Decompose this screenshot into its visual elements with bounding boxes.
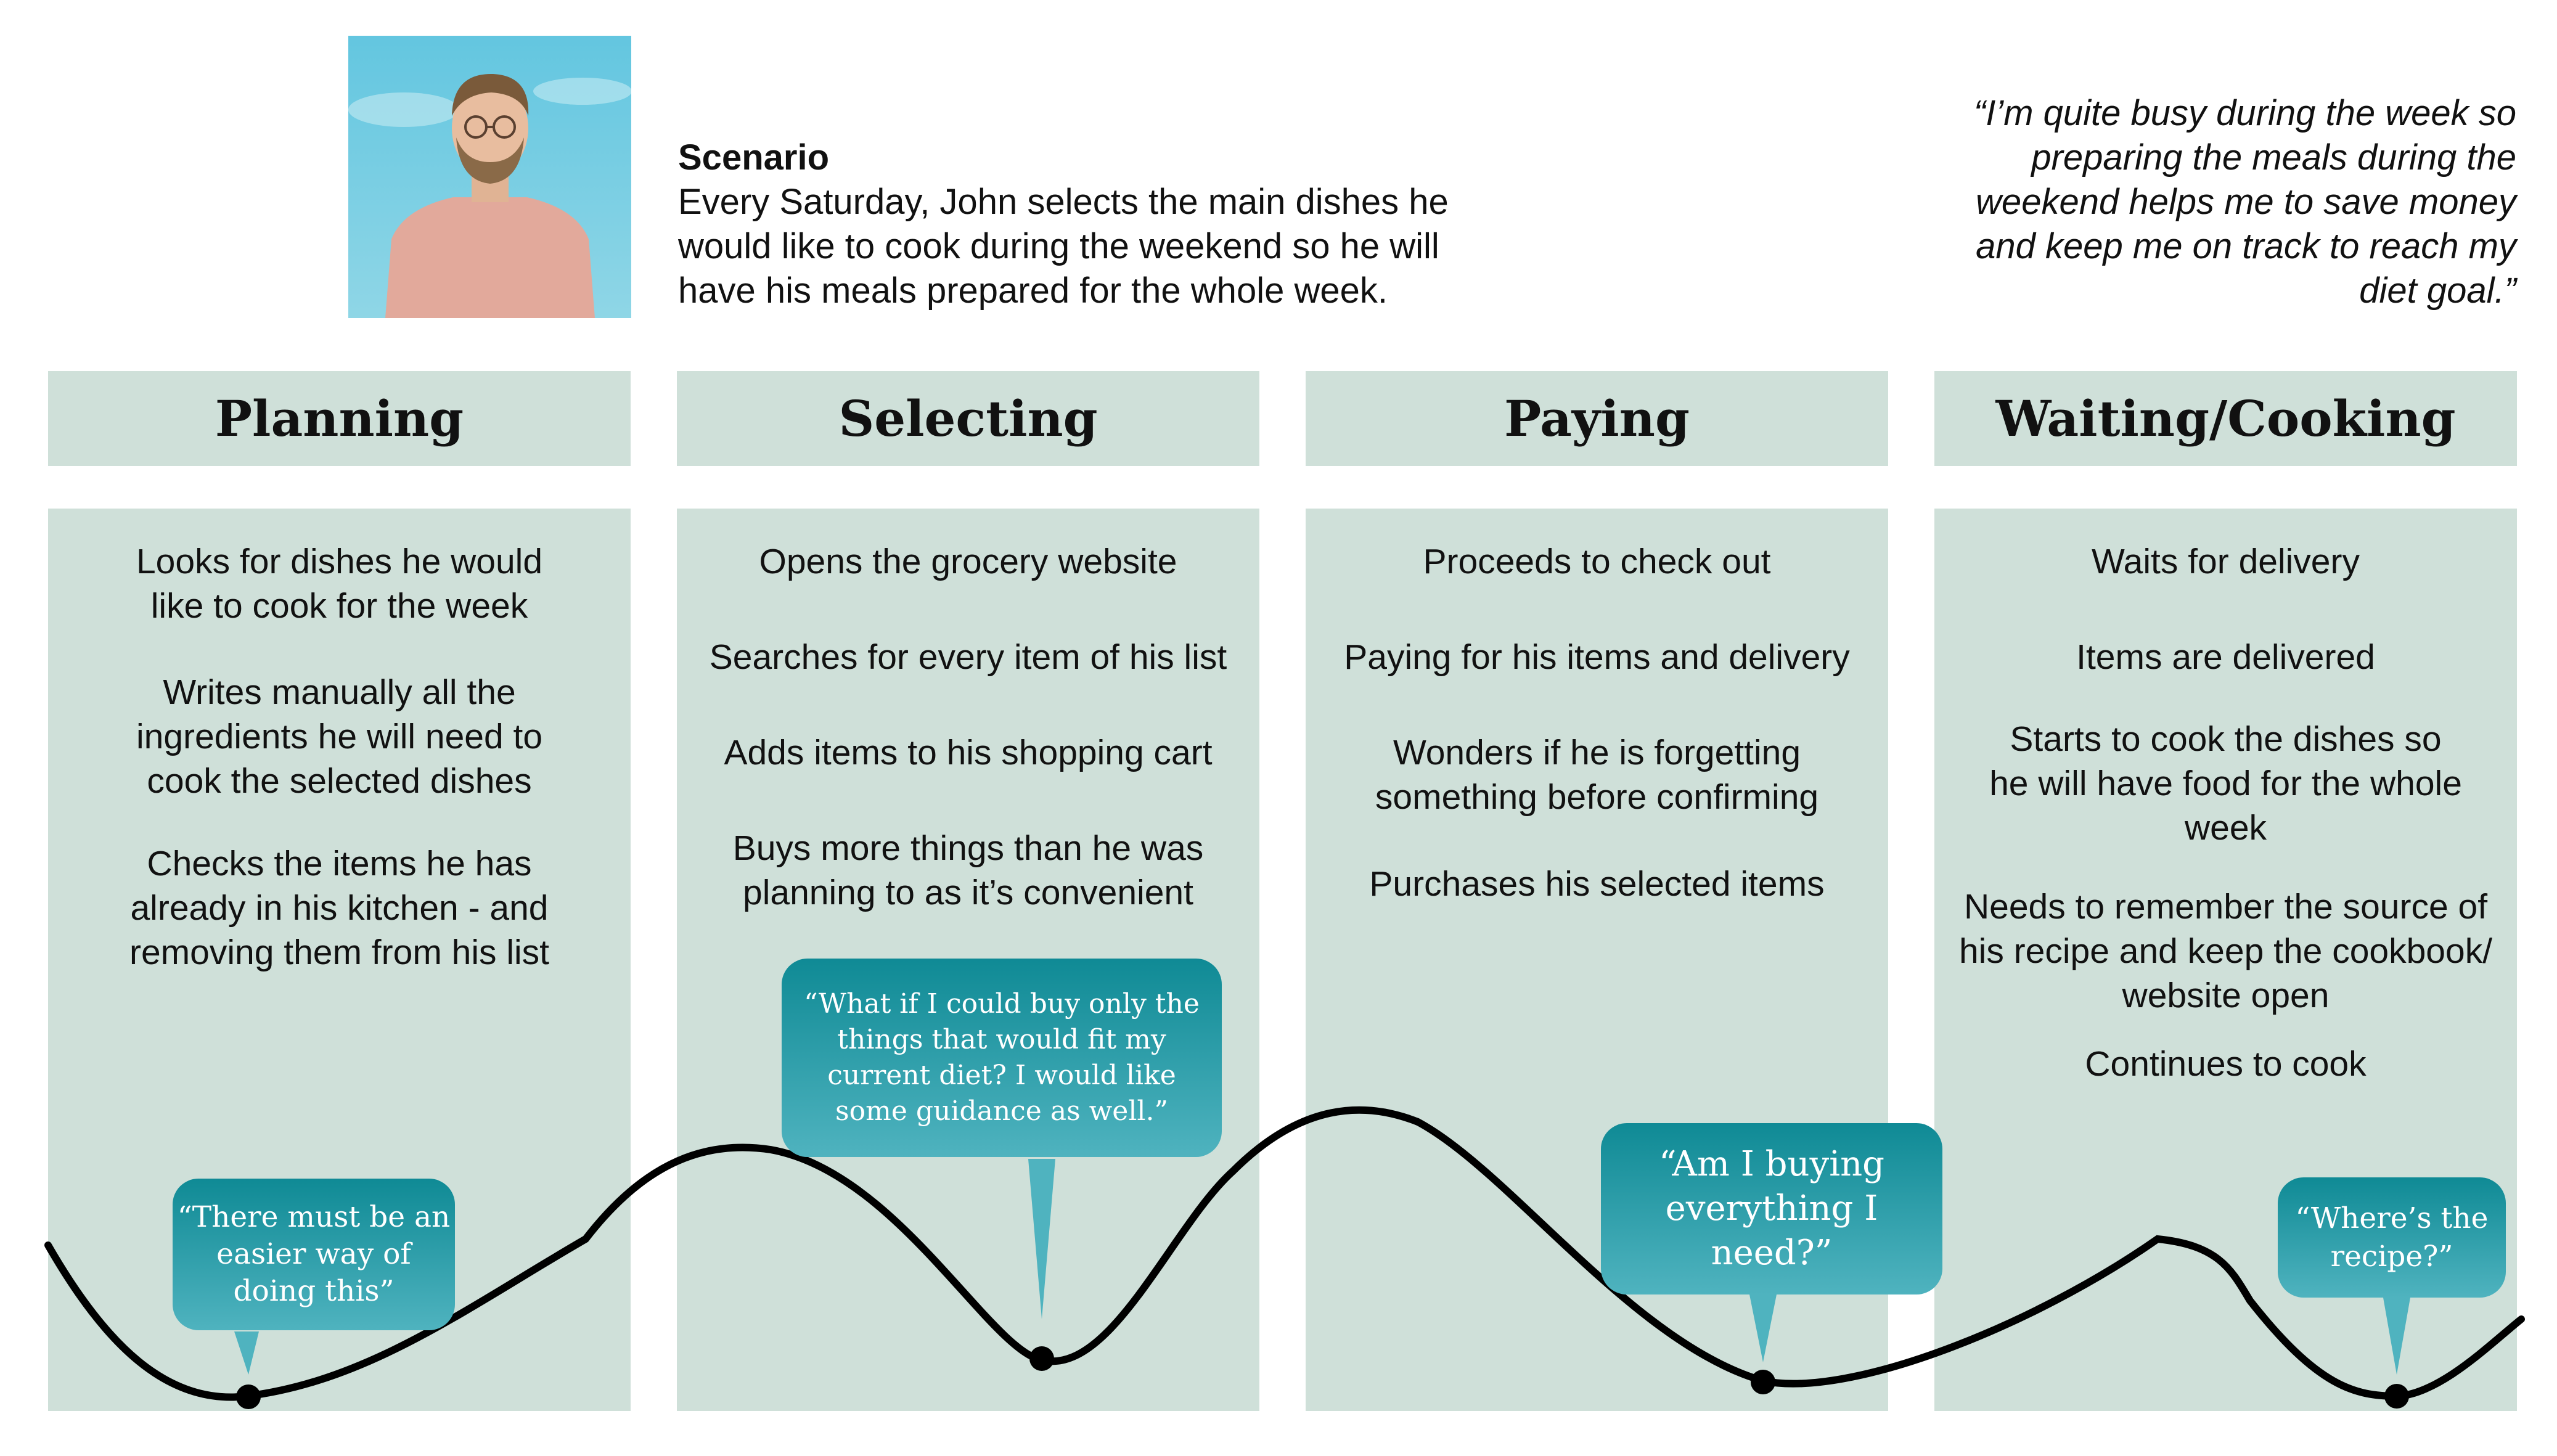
bubble-tail (2383, 1298, 2410, 1375)
step: Purchases his selected items (1318, 862, 1876, 906)
step: Buys more things than he was planning to… (689, 826, 1247, 915)
step: Wonders if he is forgetting something be… (1318, 730, 1876, 819)
bubble-line: things that would fit my (837, 1024, 1166, 1055)
thought-bubble-waiting-cooking: “Where’s the recipe?” (2278, 1177, 2506, 1298)
step: Continues to cook (1947, 1042, 2505, 1086)
quote-line: diet goal.” (2359, 271, 2516, 311)
thought-bubble-selecting: “What if I could buy only the things tha… (782, 959, 1222, 1157)
step: Opens the grocery website (689, 539, 1247, 584)
quote-line: “I’m quite busy during the week so (1973, 93, 2516, 133)
scenario-title: Scenario (678, 137, 829, 178)
scenario-block: Scenario Every Saturday, John selects th… (678, 136, 1541, 313)
step: Waits for delivery (1947, 539, 2505, 584)
persona-photo (348, 36, 631, 318)
step-line: Wonders if he is forgetting (1393, 733, 1801, 772)
step-line: Starts to cook the dishes so (2010, 719, 2442, 759)
bubble-line: current diet? I would like (827, 1060, 1176, 1091)
step-line: Searches for every item of his list (709, 637, 1227, 677)
step-line: like to cook for the week (150, 586, 528, 626)
step-line: something before confirming (1375, 777, 1819, 817)
step-line: website open (2122, 976, 2330, 1015)
step: Checks the items he has already in his k… (60, 841, 618, 975)
bubble-line: “Where’s the (2295, 1201, 2489, 1235)
curve-point (2384, 1384, 2409, 1409)
step-line: his recipe and keep the cookbook/ (1958, 931, 2493, 971)
thought-bubble-paying: “Am I buying everything I need?” (1601, 1123, 1942, 1294)
curve-line (44, 1106, 2525, 1401)
bubble-line: doing this” (233, 1274, 395, 1308)
bubble-line: recipe?” (2330, 1239, 2453, 1274)
step-line: week (2184, 808, 2267, 848)
step-line: removing them from his list (129, 933, 550, 972)
step-line: Waits for delivery (2092, 542, 2360, 581)
quote-line: preparing the meals during the (2031, 137, 2516, 178)
step-line: Opens the grocery website (759, 542, 1177, 581)
step-line: Looks for dishes he would (136, 542, 543, 581)
step: Searches for every item of his list (689, 635, 1247, 679)
bubble-line: need?” (1711, 1233, 1833, 1273)
quote-line: weekend helps me to save money (1976, 182, 2516, 222)
scenario-line: Every Saturday, John selects the main di… (678, 182, 1449, 222)
bubble-tail (1749, 1294, 1777, 1362)
step: Proceeds to check out (1318, 539, 1876, 584)
step-line: already in his kitchen - and (130, 888, 549, 928)
curve-point (236, 1384, 261, 1409)
step-line: Writes manually all the (163, 673, 516, 712)
step-line: Proceeds to check out (1423, 542, 1771, 581)
scenario-line: would like to cook during the weekend so… (678, 226, 1439, 266)
bubble-line: some guidance as well.” (835, 1095, 1168, 1127)
stage-header-paying: Paying (1306, 371, 1888, 466)
step-line: Purchases his selected items (1369, 864, 1825, 904)
person-photo-icon (348, 36, 631, 318)
step: Starts to cook the dishes so he will hav… (1947, 717, 2505, 850)
step: Adds items to his shopping cart (689, 730, 1247, 775)
bubble-line: “There must be an (177, 1200, 451, 1234)
step-line: cook the selected dishes (147, 761, 532, 801)
step-line: Items are delivered (2076, 637, 2375, 677)
step-line: Checks the items he has (147, 844, 532, 883)
step-line: ingredients he will need to (136, 717, 543, 756)
curve-point (1029, 1346, 1054, 1371)
step-line: he will have food for the whole (1989, 764, 2462, 803)
step-line: Adds items to his shopping cart (724, 733, 1213, 772)
stage-panel-planning: Looks for dishes he would like to cook f… (48, 509, 631, 1411)
step: Paying for his items and delivery (1318, 635, 1876, 679)
bubble-line: “What if I could buy only the (804, 988, 1200, 1020)
bubble-tail (1028, 1159, 1055, 1319)
bubble-line: “Am I buying (1658, 1144, 1885, 1184)
step-line: planning to as it’s convenient (743, 873, 1193, 912)
bubble-line: easier way of (216, 1237, 411, 1271)
curve-point (1751, 1370, 1775, 1394)
stage-panel-paying: Proceeds to check out Paying for his ite… (1306, 509, 1888, 1411)
step: Needs to remember the source of his reci… (1947, 885, 2505, 1018)
step: Writes manually all the ingredients he w… (60, 670, 618, 803)
persona-quote: “I’m quite busy during the week so prepa… (1788, 91, 2516, 313)
stage-header-waiting-cooking: Waiting/Cooking (1934, 371, 2517, 466)
step-line: Needs to remember the source of (1963, 887, 2488, 926)
step-line: Buys more things than he was (732, 828, 1204, 868)
stage-header-planning: Planning (48, 371, 631, 466)
stage-header-selecting: Selecting (677, 371, 1259, 466)
step: Looks for dishes he would like to cook f… (60, 539, 618, 628)
bubble-line: everything I (1665, 1188, 1878, 1229)
thought-bubble-planning: “There must be an easier way of doing th… (173, 1179, 455, 1330)
step: Items are delivered (1947, 635, 2505, 679)
step-line: Continues to cook (2085, 1044, 2367, 1084)
scenario-line: have his meals prepared for the whole we… (678, 271, 1388, 311)
step-line: Paying for his items and delivery (1344, 637, 1850, 677)
quote-line: and keep me on track to reach my (1976, 226, 2516, 266)
bubble-tail (234, 1331, 259, 1375)
